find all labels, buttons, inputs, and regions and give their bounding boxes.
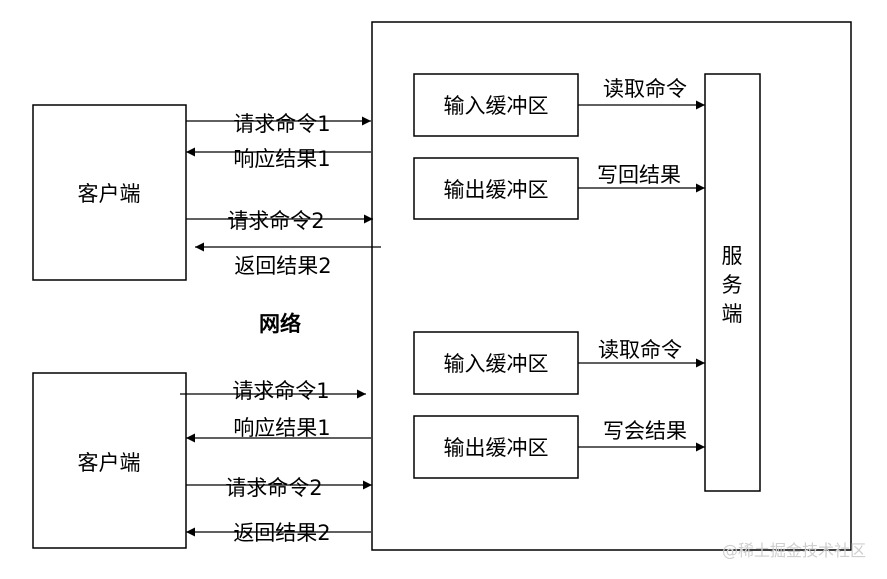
buffer-label: 输入缓冲区	[444, 352, 549, 376]
buffer-box-3	[413, 331, 579, 395]
server-label-char: 服	[722, 244, 743, 268]
msg-label: 响应结果1	[233, 147, 330, 171]
client-box-1	[32, 104, 187, 281]
server-label-char: 务	[722, 273, 743, 297]
network-label: 网络	[259, 312, 301, 336]
buffer-label: 输出缓冲区	[444, 436, 549, 460]
msg-label: 请求命令1	[233, 112, 330, 136]
client-label-1: 客户端	[78, 182, 141, 206]
msg-label: 返回结果2	[233, 521, 330, 545]
msg-label: 请求命令1	[232, 379, 329, 403]
action-label: 读取命令	[598, 338, 682, 362]
action-label: 读取命令	[603, 77, 687, 101]
msg-label: 响应结果1	[233, 416, 330, 440]
buffer-label: 输入缓冲区	[444, 94, 549, 118]
action-label: 写回结果	[597, 163, 681, 187]
watermark: @稀土掘金技术社区	[722, 541, 866, 560]
msg-label: 请求命令2	[227, 209, 324, 233]
msg-label: 返回结果2	[234, 254, 331, 278]
client-box-2	[32, 372, 187, 549]
buffer-label: 输出缓冲区	[444, 178, 549, 202]
buffer-box-4	[413, 415, 579, 479]
msg-label: 请求命令2	[225, 476, 322, 500]
client-label-2: 客户端	[78, 451, 141, 475]
server-label-char: 端	[722, 302, 743, 326]
server-box	[704, 73, 761, 492]
action-label: 写会结果	[603, 419, 687, 443]
